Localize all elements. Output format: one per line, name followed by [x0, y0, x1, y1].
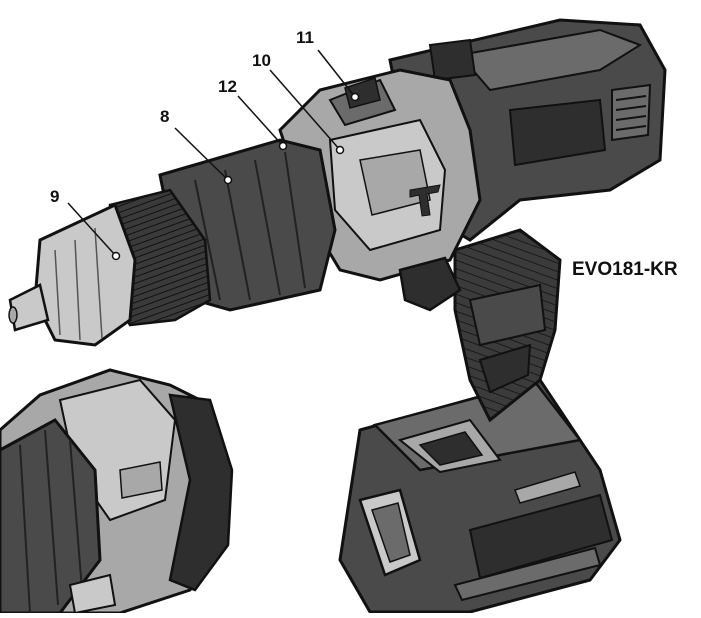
callout-11: 11 — [296, 28, 314, 47]
leader-10 — [269, 69, 341, 151]
leader-lines — [67, 49, 356, 257]
callout-12: 12 — [218, 77, 237, 96]
model-label: EVO181-KR — [572, 259, 678, 280]
leader-8 — [174, 127, 229, 181]
leader-dots — [111, 92, 360, 261]
keyless-chuck — [8, 188, 212, 347]
detail-inset — [0, 368, 234, 615]
callout-8: 8 — [160, 107, 170, 126]
handle-grip — [453, 228, 562, 423]
leader-11 — [317, 49, 356, 98]
callout-10: 10 — [252, 51, 271, 70]
leader-12 — [237, 95, 284, 147]
callout-9: 9 — [50, 187, 60, 206]
battery-pack — [338, 378, 622, 614]
leader-9 — [67, 202, 117, 257]
trigger — [398, 256, 462, 312]
